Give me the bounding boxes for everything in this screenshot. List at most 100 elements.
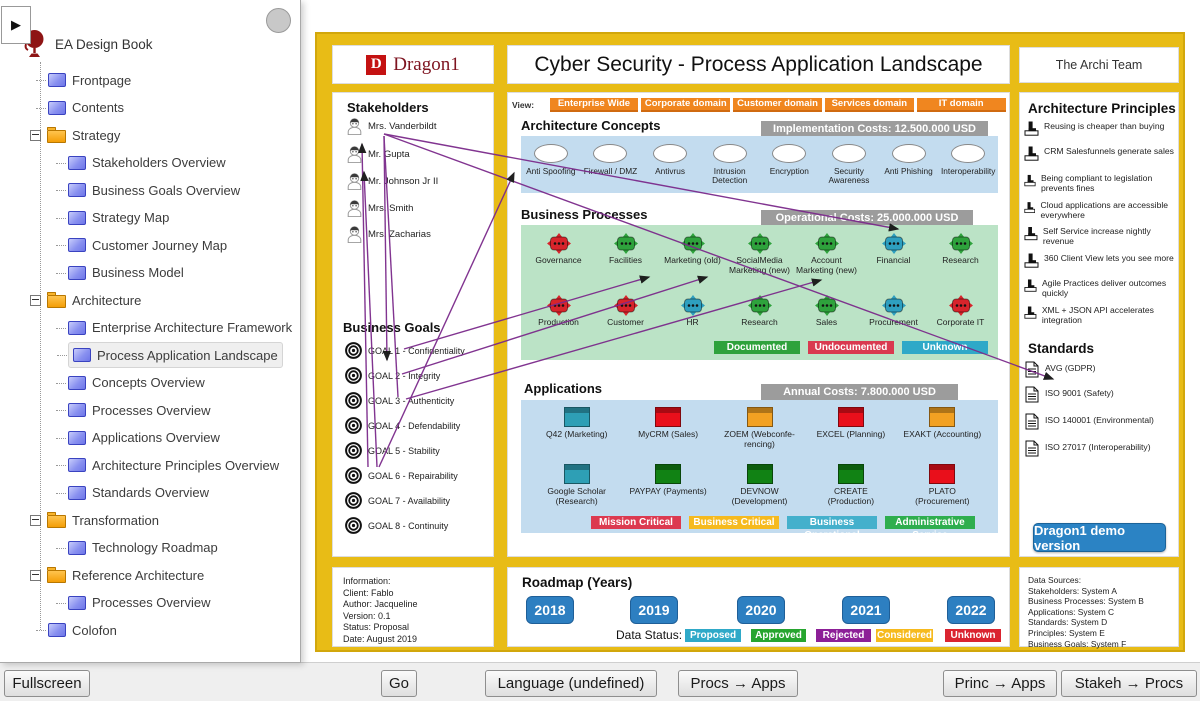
goal-goal-3-authenticity[interactable]: GOAL 3 - Authenticity: [345, 392, 454, 409]
principle-xml-json-api-accelerates-integration[interactable]: XML + JSON API accelerates integration: [1024, 305, 1174, 325]
sidebar-item-stakeholders-overview[interactable]: Stakeholders Overview: [56, 151, 226, 175]
sidebar-toggle-button[interactable]: ▶: [1, 6, 31, 44]
concept-antivrus[interactable]: Antivrus: [640, 144, 700, 193]
collapse-icon[interactable]: [30, 514, 41, 526]
sidebar-item-processes-overview[interactable]: Processes Overview: [55, 591, 210, 615]
view-button-it-domain[interactable]: IT domain: [916, 98, 1006, 112]
process-corporate-it[interactable]: Corporate IT: [927, 295, 994, 328]
view-button-enterprise-wide[interactable]: Enterprise Wide: [549, 98, 639, 112]
goal-goal-7-availability[interactable]: GOAL 7 - Availability: [345, 492, 450, 509]
go-button[interactable]: Go: [381, 670, 417, 697]
application-exakt[interactable]: EXAKT (Accounting): [897, 407, 988, 449]
application-paypay[interactable]: PAYPAY (Payments): [622, 464, 713, 506]
sidebar-item-frontpage[interactable]: Frontpage: [35, 68, 131, 92]
stakeholder-mr-johnson-jr-ii[interactable]: Mr. Johnson Jr II: [347, 173, 438, 190]
goal-goal-6-repairability[interactable]: GOAL 6 - Repairability: [345, 467, 458, 484]
concept-firewall-dmz[interactable]: Firewall / DMZ: [581, 144, 641, 193]
collapse-icon[interactable]: [30, 129, 41, 141]
sidebar-item-business-model[interactable]: Business Model: [56, 261, 184, 285]
sidebar-item-colofon[interactable]: Colofon: [36, 618, 117, 642]
principle-crm-salesfunnels-generate-sales[interactable]: CRM Salesfunnels generate sales: [1024, 146, 1174, 161]
goal-goal-1-confidentiality[interactable]: GOAL 1 - Confidentiality: [345, 342, 465, 359]
process-governance[interactable]: Governance: [525, 233, 592, 275]
view-button-corporate-domain[interactable]: Corporate domain: [641, 98, 731, 112]
process-production[interactable]: Production: [525, 295, 592, 328]
application-zoem[interactable]: ZOEM (Webconfe-rencing): [714, 407, 805, 449]
sidebar-item-ea-design-book[interactable]: EA Design Book: [22, 28, 153, 61]
sidebar-item-process-application-landscape[interactable]: Process Application Landscape: [57, 342, 283, 368]
sidebar-item-enterprise-architecture-framework[interactable]: Enterprise Architecture Framework: [55, 316, 292, 340]
process-marketing-old[interactable]: Marketing (old): [659, 233, 726, 275]
sidebar-item-technology-roadmap[interactable]: Technology Roadmap: [56, 536, 218, 560]
application-create[interactable]: CREATE (Production): [805, 464, 896, 506]
principle-self-service-increase-nightly-revenue[interactable]: Self Service increase nightly revenue: [1024, 226, 1174, 246]
process-facilities[interactable]: Facilities: [592, 233, 659, 275]
princ-apps-button[interactable]: Princ → Apps: [943, 670, 1057, 697]
process-account-marketing-new[interactable]: Account Marketing (new): [793, 233, 860, 275]
process-research[interactable]: Research: [726, 295, 793, 328]
process-research[interactable]: Research: [927, 233, 994, 275]
standard-iso-9001-safety[interactable]: ISO 9001 (Safety): [1025, 386, 1175, 403]
year-button-2021[interactable]: 2021: [842, 596, 890, 624]
sidebar-item-strategy[interactable]: Strategy: [30, 123, 120, 147]
principle-cloud-applications-are-accessible-everywhere[interactable]: Cloud applications are accessible everyw…: [1024, 200, 1174, 220]
goal-goal-5-stability[interactable]: GOAL 5 - Stability: [345, 442, 440, 459]
sidebar-item-processes-overview[interactable]: Processes Overview: [55, 398, 210, 422]
year-button-2019[interactable]: 2019: [630, 596, 678, 624]
sidebar-item-business-goals-overview[interactable]: Business Goals Overview: [55, 178, 240, 202]
language-button[interactable]: Language (undefined): [485, 670, 657, 697]
year-button-2022[interactable]: 2022: [947, 596, 995, 624]
application-devnow[interactable]: DEVNOW (Development): [714, 464, 805, 506]
stakeholder-mrs-smith[interactable]: Mrs. Smith: [347, 200, 413, 217]
concept-anti-spoofing[interactable]: Anti Spoofing: [521, 144, 581, 193]
concept-security-awareness[interactable]: Security Awareness: [819, 144, 879, 193]
process-financial[interactable]: Financial: [860, 233, 927, 275]
stakeholder-mrs-vanderbildt[interactable]: Mrs. Vanderbildt: [347, 118, 436, 135]
sidebar-item-reference-architecture[interactable]: Reference Architecture: [30, 563, 204, 587]
process-customer[interactable]: Customer: [592, 295, 659, 328]
concept-intrusion-detection[interactable]: Intrusion Detection: [700, 144, 760, 193]
dragon1-demo-button[interactable]: Dragon1 demo version: [1033, 523, 1166, 553]
view-button-services-domain[interactable]: Services domain: [824, 98, 914, 112]
sidebar-item-architecture[interactable]: Architecture: [30, 288, 141, 312]
sidebar-item-contents[interactable]: Contents: [35, 96, 124, 120]
sidebar-item-concepts-overview[interactable]: Concepts Overview: [56, 371, 205, 395]
goal-goal-2-integrity[interactable]: GOAL 2 - Integrity: [345, 367, 440, 384]
principle-360-client-view-lets-you-see-more[interactable]: 360 Client View lets you see more: [1024, 253, 1174, 268]
standard-iso-27017-interoperability[interactable]: ISO 27017 (Interoperability): [1025, 440, 1175, 457]
standard-avg-gdpr[interactable]: AVG (GDPR): [1025, 361, 1175, 378]
sidebar-item-strategy-map[interactable]: Strategy Map: [55, 206, 169, 230]
sidebar-item-applications-overview[interactable]: Applications Overview: [56, 426, 220, 450]
process-socialmedia-marketing-new[interactable]: SocialMedia Marketing (new): [726, 233, 793, 275]
concept-interoperability[interactable]: Interoperability: [938, 144, 998, 193]
year-button-2018[interactable]: 2018: [526, 596, 574, 624]
principle-agile-practices-deliver-outcomes-quickly[interactable]: Agile Practices deliver outcomes quickly: [1024, 278, 1174, 298]
procs-apps-button[interactable]: Procs → Apps: [678, 670, 798, 697]
sidebar-item-transformation[interactable]: Transformation: [30, 508, 159, 532]
view-button-customer-domain[interactable]: Customer domain: [733, 98, 822, 112]
sidebar-item-customer-journey-map[interactable]: Customer Journey Map: [55, 233, 227, 257]
application-mycrm-sales[interactable]: MyCRM (Sales): [622, 407, 713, 449]
concept-encryption[interactable]: Encryption: [760, 144, 820, 193]
fullscreen-button[interactable]: Fullscreen: [4, 670, 90, 697]
application-plato[interactable]: PLATO (Procurement): [897, 464, 988, 506]
sidebar-item-standards-overview[interactable]: Standards Overview: [55, 481, 209, 505]
process-procurement[interactable]: Procurement: [860, 295, 927, 328]
stakeh-procs-button[interactable]: Stakeh → Procs: [1061, 670, 1197, 697]
goal-goal-8-continuity[interactable]: GOAL 8 - Continuity: [345, 517, 448, 534]
process-hr[interactable]: HR: [659, 295, 726, 328]
principle-being-compliant-to-legislation-prevents-fines[interactable]: Being compliant to legislation prevents …: [1024, 173, 1174, 193]
stakeholder-mrs-zacharias[interactable]: Mrs. Zacharias: [347, 226, 431, 243]
goal-goal-4-defendability[interactable]: GOAL 4 - Defendability: [345, 417, 460, 434]
application-q42[interactable]: Q42 (Marketing): [531, 407, 622, 449]
principle-reusing-is-cheaper-than-buying[interactable]: Reusing is cheaper than buying: [1024, 121, 1174, 136]
application-excel[interactable]: EXCEL (Planning): [805, 407, 896, 449]
process-sales[interactable]: Sales: [793, 295, 860, 328]
sidebar-item-architecture-principles-overview[interactable]: Architecture Principles Overview: [55, 453, 279, 477]
concept-anti-phishing[interactable]: Anti Phishing: [879, 144, 939, 193]
collapse-icon[interactable]: [30, 569, 41, 581]
stakeholder-mr-gupta[interactable]: Mr. Gupta: [347, 146, 410, 163]
year-button-2020[interactable]: 2020: [737, 596, 785, 624]
collapse-icon[interactable]: [30, 294, 41, 306]
application-google-scholar[interactable]: Google Scholar (Research): [531, 464, 622, 506]
